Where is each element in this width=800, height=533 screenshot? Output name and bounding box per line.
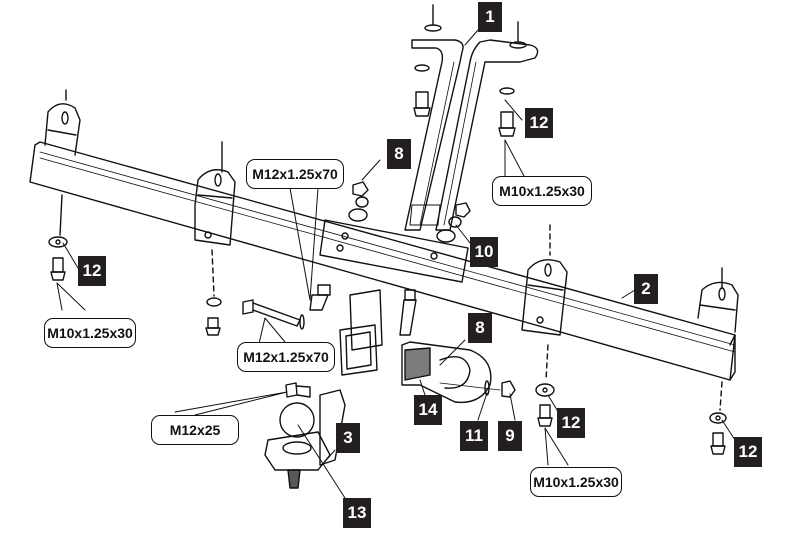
- fasteners: [48, 64, 727, 455]
- bracket-left-outer: [44, 89, 81, 156]
- part-number-badge: 11: [460, 421, 488, 451]
- part-number-badge: 2: [634, 274, 658, 304]
- part-number-badge: 12: [557, 408, 585, 438]
- bolt-size-callout: M10x1.25x30: [492, 176, 592, 206]
- receiver-tube: [339, 289, 383, 376]
- bracket-left-inner: [194, 141, 236, 246]
- part-number-badge: 8: [387, 139, 411, 169]
- crossbar: [29, 141, 736, 381]
- part-number-badge: 13: [343, 498, 371, 528]
- part-number-badge: 12: [525, 108, 553, 138]
- bolt-size-callout: M10x1.25x30: [44, 318, 136, 348]
- socket-plate: [401, 341, 492, 404]
- bolt-size-callout: M10x1.25x30: [530, 467, 622, 497]
- part-number-badge: 10: [470, 237, 498, 267]
- part-number-badge: 3: [336, 423, 360, 453]
- part-number-badge: 12: [734, 437, 762, 467]
- part-number-badge: 1: [478, 2, 502, 32]
- towball-assembly: [264, 389, 346, 489]
- part-number-badge: 9: [498, 421, 522, 451]
- part-number-badge: 14: [414, 395, 442, 425]
- bracket-right-outer: [697, 267, 739, 333]
- bolt-size-callout: M12x1.25x70: [237, 342, 335, 372]
- part-number-badge: 8: [468, 313, 492, 343]
- bracket-right-inner: [521, 259, 568, 336]
- mount-plate: [319, 219, 469, 283]
- center-arm: [404, 4, 539, 231]
- bolt-size-callout: M12x1.25x70: [246, 159, 344, 189]
- part-number-badge: 12: [78, 256, 106, 286]
- bolt-size-callout: M12x25: [151, 415, 239, 445]
